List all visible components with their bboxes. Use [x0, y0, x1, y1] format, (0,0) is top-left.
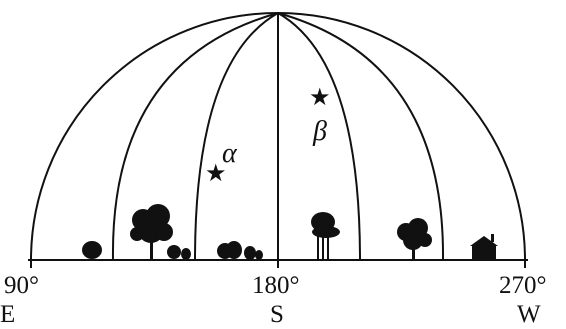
star-icon-beta: ★ [309, 83, 331, 111]
tall-tree-icon [311, 212, 340, 260]
meridian-line-2 [194, 12, 279, 261]
direction-label-south: S [270, 301, 284, 328]
star-label-beta: β [313, 116, 327, 147]
shrubs-icon [167, 245, 191, 260]
tree-icon [130, 204, 173, 260]
hedge-icon [217, 241, 263, 260]
house-icon [470, 234, 498, 260]
direction-label-east: E [0, 301, 16, 328]
tree-icon-small [397, 218, 432, 260]
azimuth-label-270: 270° [499, 272, 547, 299]
azimuth-label-180: 180° [252, 272, 300, 299]
bush-icon [82, 241, 102, 259]
meridian-line-3 [277, 12, 361, 261]
direction-label-west: W [517, 301, 541, 328]
azimuth-label-90: 90° [4, 272, 39, 299]
meridian-line-1 [111, 12, 279, 261]
star-label-alpha: α [222, 138, 237, 169]
star-icon-alpha: ★ [205, 159, 227, 187]
meridian-line-4 [277, 12, 445, 261]
